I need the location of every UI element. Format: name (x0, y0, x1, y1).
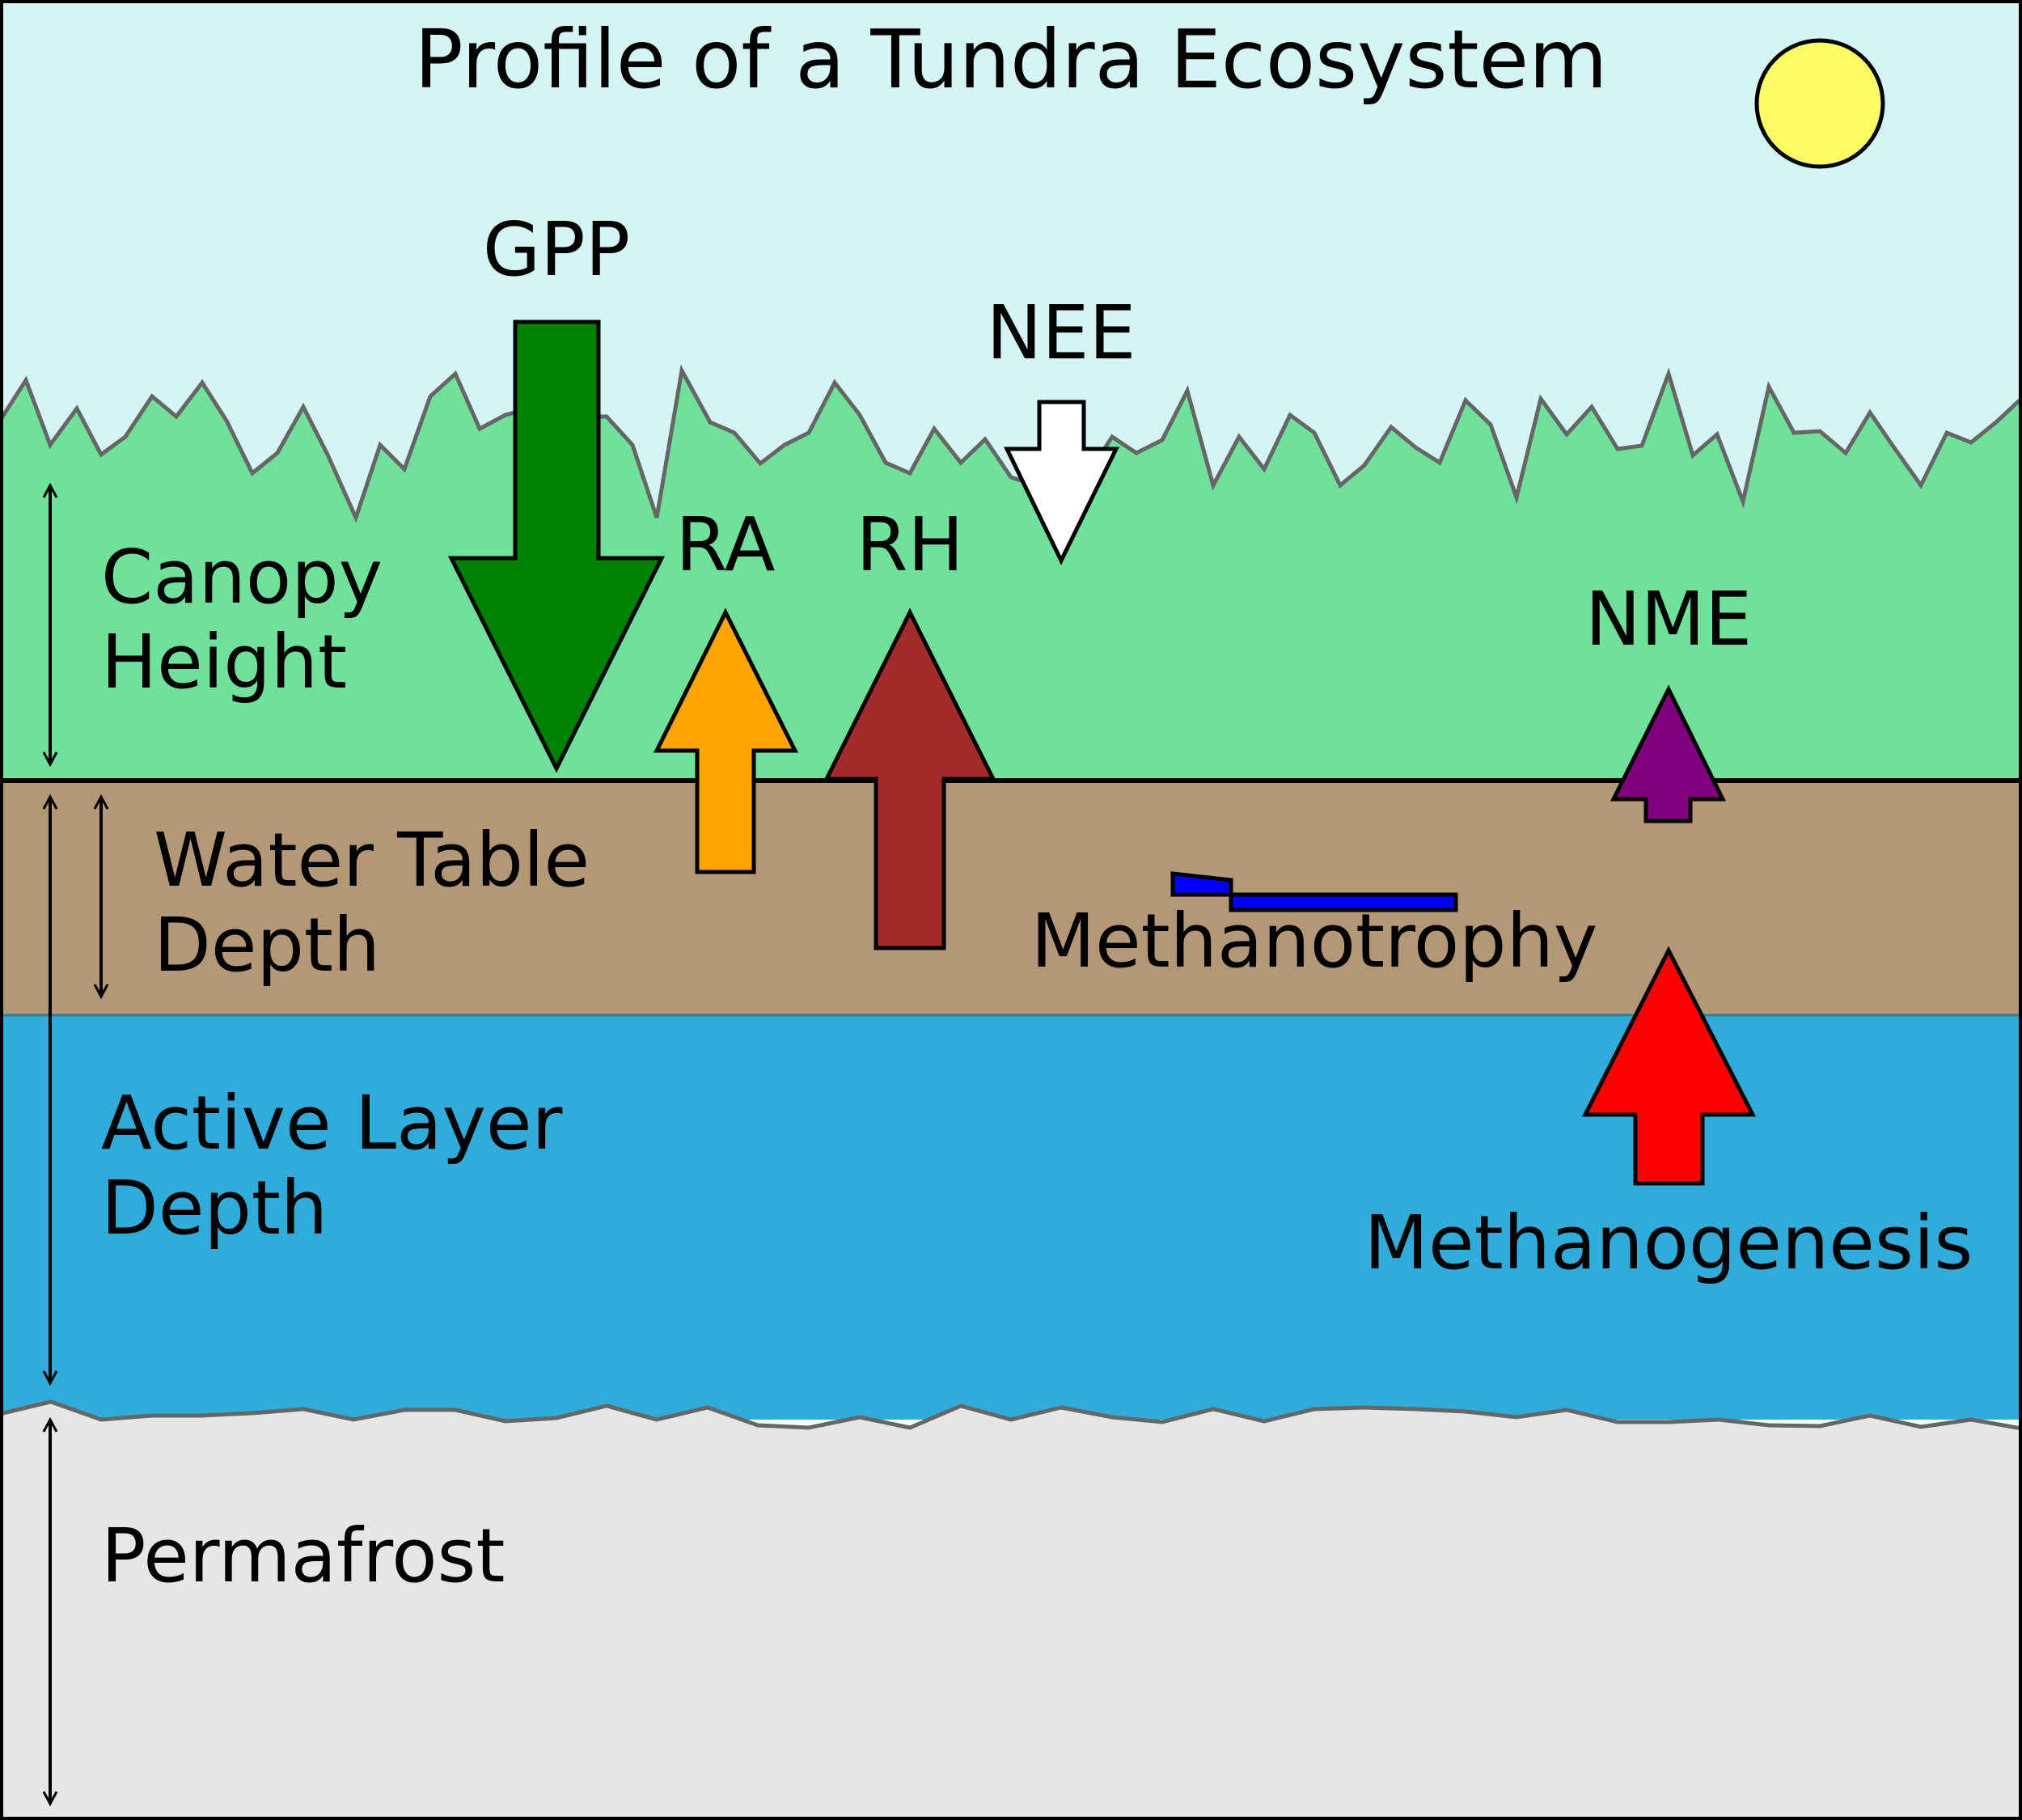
rh-arrow (823, 607, 997, 950)
nee-arrow (1004, 400, 1120, 565)
nme-arrow (1610, 684, 1727, 823)
diagram-title: Profile of a Tundra Ecosystem (414, 12, 1607, 107)
methanogenesis-label: Methanogenesis (1364, 1200, 1973, 1286)
ra-arrow (653, 607, 799, 874)
canopy-height-label-line-1: Canopy (101, 534, 383, 620)
permafrost-label-line-1: Permafrost (101, 1513, 506, 1599)
nme-label: NME (1585, 576, 1752, 662)
active-layer-depth-label-line-1: Active Layer (101, 1080, 563, 1166)
permafrost-layer (0, 1399, 2022, 1820)
gpp-arrow (447, 320, 666, 773)
water-table-depth-label-line-1: Water Table (154, 817, 590, 904)
permafrost-label: Permafrost (101, 1513, 506, 1599)
ra-label: RA (675, 502, 775, 588)
methanotrophy-arrow (1170, 871, 1458, 912)
active-layer-depth-label: Active Layer Depth (101, 1080, 586, 1251)
canopy-height-label: Canopy Height (101, 534, 406, 705)
nee-label: NEE (986, 290, 1136, 376)
rh-label: RH (856, 502, 963, 588)
gpp-label: GPP (483, 206, 630, 293)
active-layer-depth-label-line-2: Depth (101, 1165, 328, 1251)
sun-icon (1754, 38, 1885, 169)
water-table-depth-label: Water Table Depth (154, 817, 613, 988)
methanogenesis-arrow (1581, 946, 1757, 1186)
water-table-depth-label-line-2: Depth (154, 902, 380, 988)
methanotrophy-label: Methanotrophy (1031, 898, 1598, 984)
canopy-height-label-line-2: Height (101, 619, 347, 705)
